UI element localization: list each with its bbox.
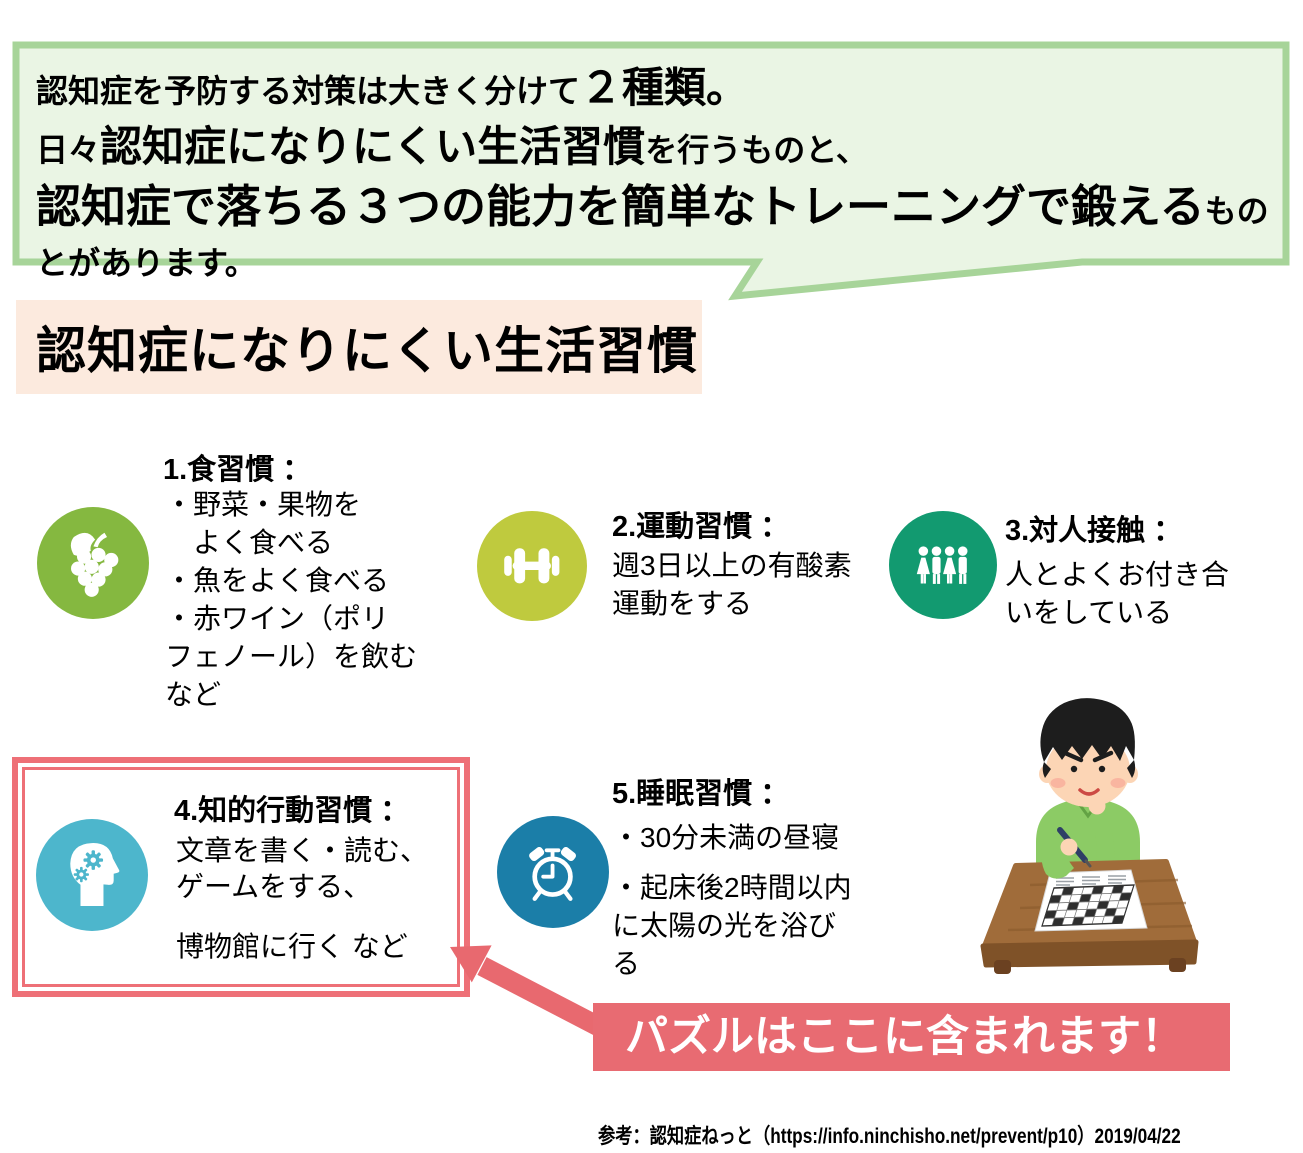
item-4-body: 文章を書く・読む、 ゲームをする、 (176, 835, 429, 903)
item-2-heading: 2.運動習慣 ： (612, 511, 790, 543)
bubble-line-2-suffix: を行うものと、 (645, 132, 868, 168)
grapes-icon (71, 533, 119, 598)
callout-text: パズルはここに含まれます！ (625, 1013, 1184, 1061)
bubble-line-3-suffix: もの (1204, 193, 1269, 229)
alarm-clock-icon (529, 847, 577, 902)
bubble-line-4: とがあります。 (36, 245, 257, 281)
item-5-body-2: ・起床後2時間以内 に太陽の光を浴び る (612, 872, 852, 980)
item-5-sleep-circle (497, 816, 609, 928)
bubble-line-2-prefix: 日々 (36, 132, 101, 168)
item-3-body: 人とよくお付き合 いをしている (1005, 559, 1230, 629)
people-icon (916, 546, 968, 584)
bubble-line-3: 認知症で落ちる３つの能力を簡単なトレーニングで鍛えるもの (36, 182, 1286, 243)
highlight-box (12, 757, 470, 997)
head-gears-icon (70, 843, 120, 907)
item-4-body-2: 博物館に行く など (176, 931, 408, 962)
item-4-intellectual-circle (36, 819, 148, 931)
item-2-exercise-circle (477, 511, 587, 621)
item-3-heading: 3.対人接触 ： (1005, 515, 1183, 547)
bubble-line-3-emphasis: 認知症で落ちる３つの能力を簡単なトレーニングで鍛える (36, 181, 1205, 232)
section-title-bar: 認知症になりにくい生活習慣 (16, 300, 702, 394)
bubble-line-1-normal: 認知症を予防する対策は大きく分けて (36, 73, 581, 109)
bubble-line-1: 認知症を予防する対策は大きく分けて２種類。 (36, 64, 1286, 122)
section-title: 認知症になりにくい生活習慣 (36, 323, 698, 379)
dumbbell-icon (504, 548, 560, 584)
bubble-text: 認知症を予防する対策は大きく分けて２種類。 日々認知症になりにくい生活習慣を行う… (36, 58, 1286, 290)
callout-banner: パズルはここに含まれます！ (593, 1003, 1230, 1071)
bubble-line-2-emphasis: 認知症になりにくい生活習慣 (100, 123, 646, 170)
reference-citation: 参考：認知症ねっと（https://info.ninchisho.net/pre… (598, 1125, 1181, 1148)
item-2-body: 週3日以上の有酸素 運動をする (612, 550, 852, 620)
bubble-line-2: 日々認知症になりにくい生活習慣を行うものと、 (36, 122, 1286, 182)
bubble-line-1-emphasis: ２種類。 (580, 64, 749, 111)
item-5-body: ・30分未満の昼寝 (612, 822, 840, 853)
item-1-heading: 1.食習慣 ： (163, 454, 312, 486)
item-1-body: ・野菜・果物を よく食べる ・魚をよく食べる ・赤ワイン（ポリ フェノール）を飲… (165, 489, 418, 711)
item-1-diet-circle (37, 507, 149, 619)
item-4-heading: 4.知的行動習慣 ： (174, 795, 410, 827)
boy-solving-puzzle-illustration (980, 698, 1199, 974)
item-5-heading: 5.睡眠習慣 ： (612, 778, 790, 810)
item-3-social-circle (889, 511, 997, 619)
highlight-box-inner-border (22, 767, 460, 987)
